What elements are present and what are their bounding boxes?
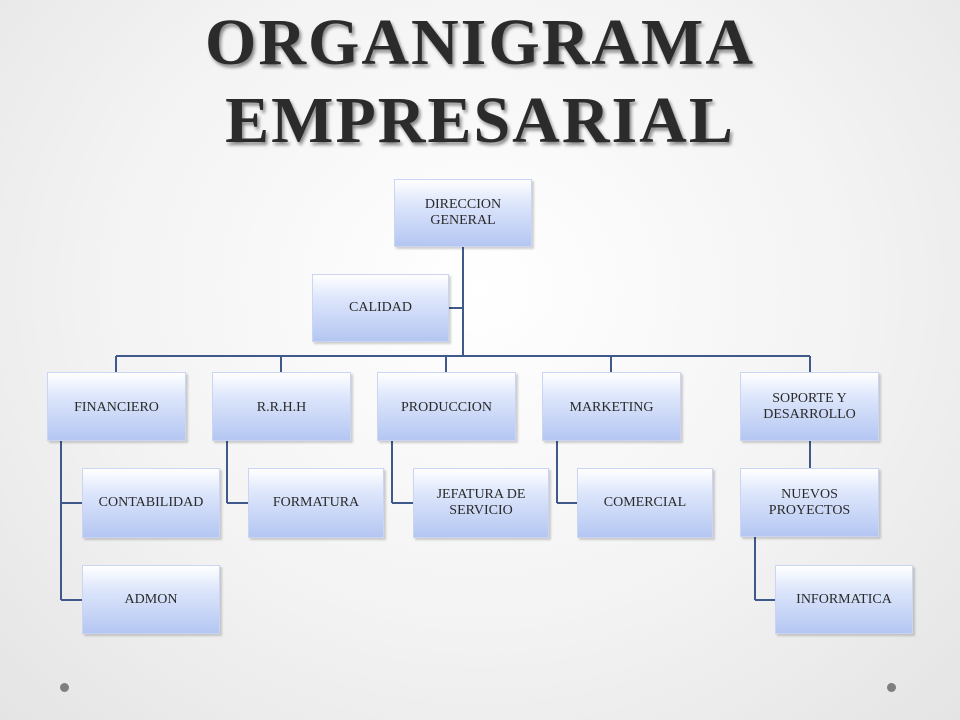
node-financiero[interactable]: FINANCIERO [47,372,186,441]
decorative-dot-left [60,683,69,692]
node-produccion[interactable]: PRODUCCION [377,372,516,441]
decorative-dot-right [887,683,896,692]
node-formatura[interactable]: FORMATURA [248,468,384,538]
node-direccion-general[interactable]: DIRECCION GENERAL [394,179,532,247]
node-admon[interactable]: ADMON [82,565,220,634]
node-informatica[interactable]: INFORMATICA [775,565,913,634]
node-rrhh[interactable]: R.R.H.H [212,372,351,441]
node-marketing[interactable]: MARKETING [542,372,681,441]
node-comercial[interactable]: COMERCIAL [577,468,713,538]
page-title-line-1: ORGANIGRAMA [205,6,755,79]
page-title-line-2: EMPRESARIAL [225,84,735,157]
node-soporte-desarrollo[interactable]: SOPORTE Y DESARROLLO [740,372,879,441]
node-jefatura-de-servicio[interactable]: JEFATURA DE SERVICIO [413,468,549,538]
node-nuevos-proyectos[interactable]: NUEVOS PROYECTOS [740,468,879,537]
node-contabilidad[interactable]: CONTABILIDAD [82,468,220,538]
node-calidad[interactable]: CALIDAD [312,274,449,342]
